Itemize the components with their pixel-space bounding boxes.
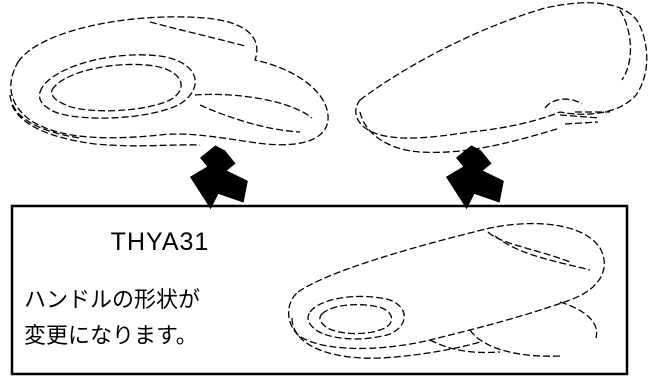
note-line-1: ハンドルの形状が xyxy=(24,288,201,313)
new-handle-illustration xyxy=(287,222,605,359)
model-number: THYA31 xyxy=(110,228,210,256)
arrow-right xyxy=(445,145,504,210)
old-handle-lever-illustration xyxy=(355,2,648,154)
old-handle-rounded-illustration xyxy=(9,16,329,147)
new-part-frame xyxy=(10,204,629,376)
change-note: ハンドルの形状が 変更になります。 xyxy=(24,283,284,355)
note-line-2: 変更になります。 xyxy=(24,324,198,349)
arrow-left xyxy=(189,145,248,210)
